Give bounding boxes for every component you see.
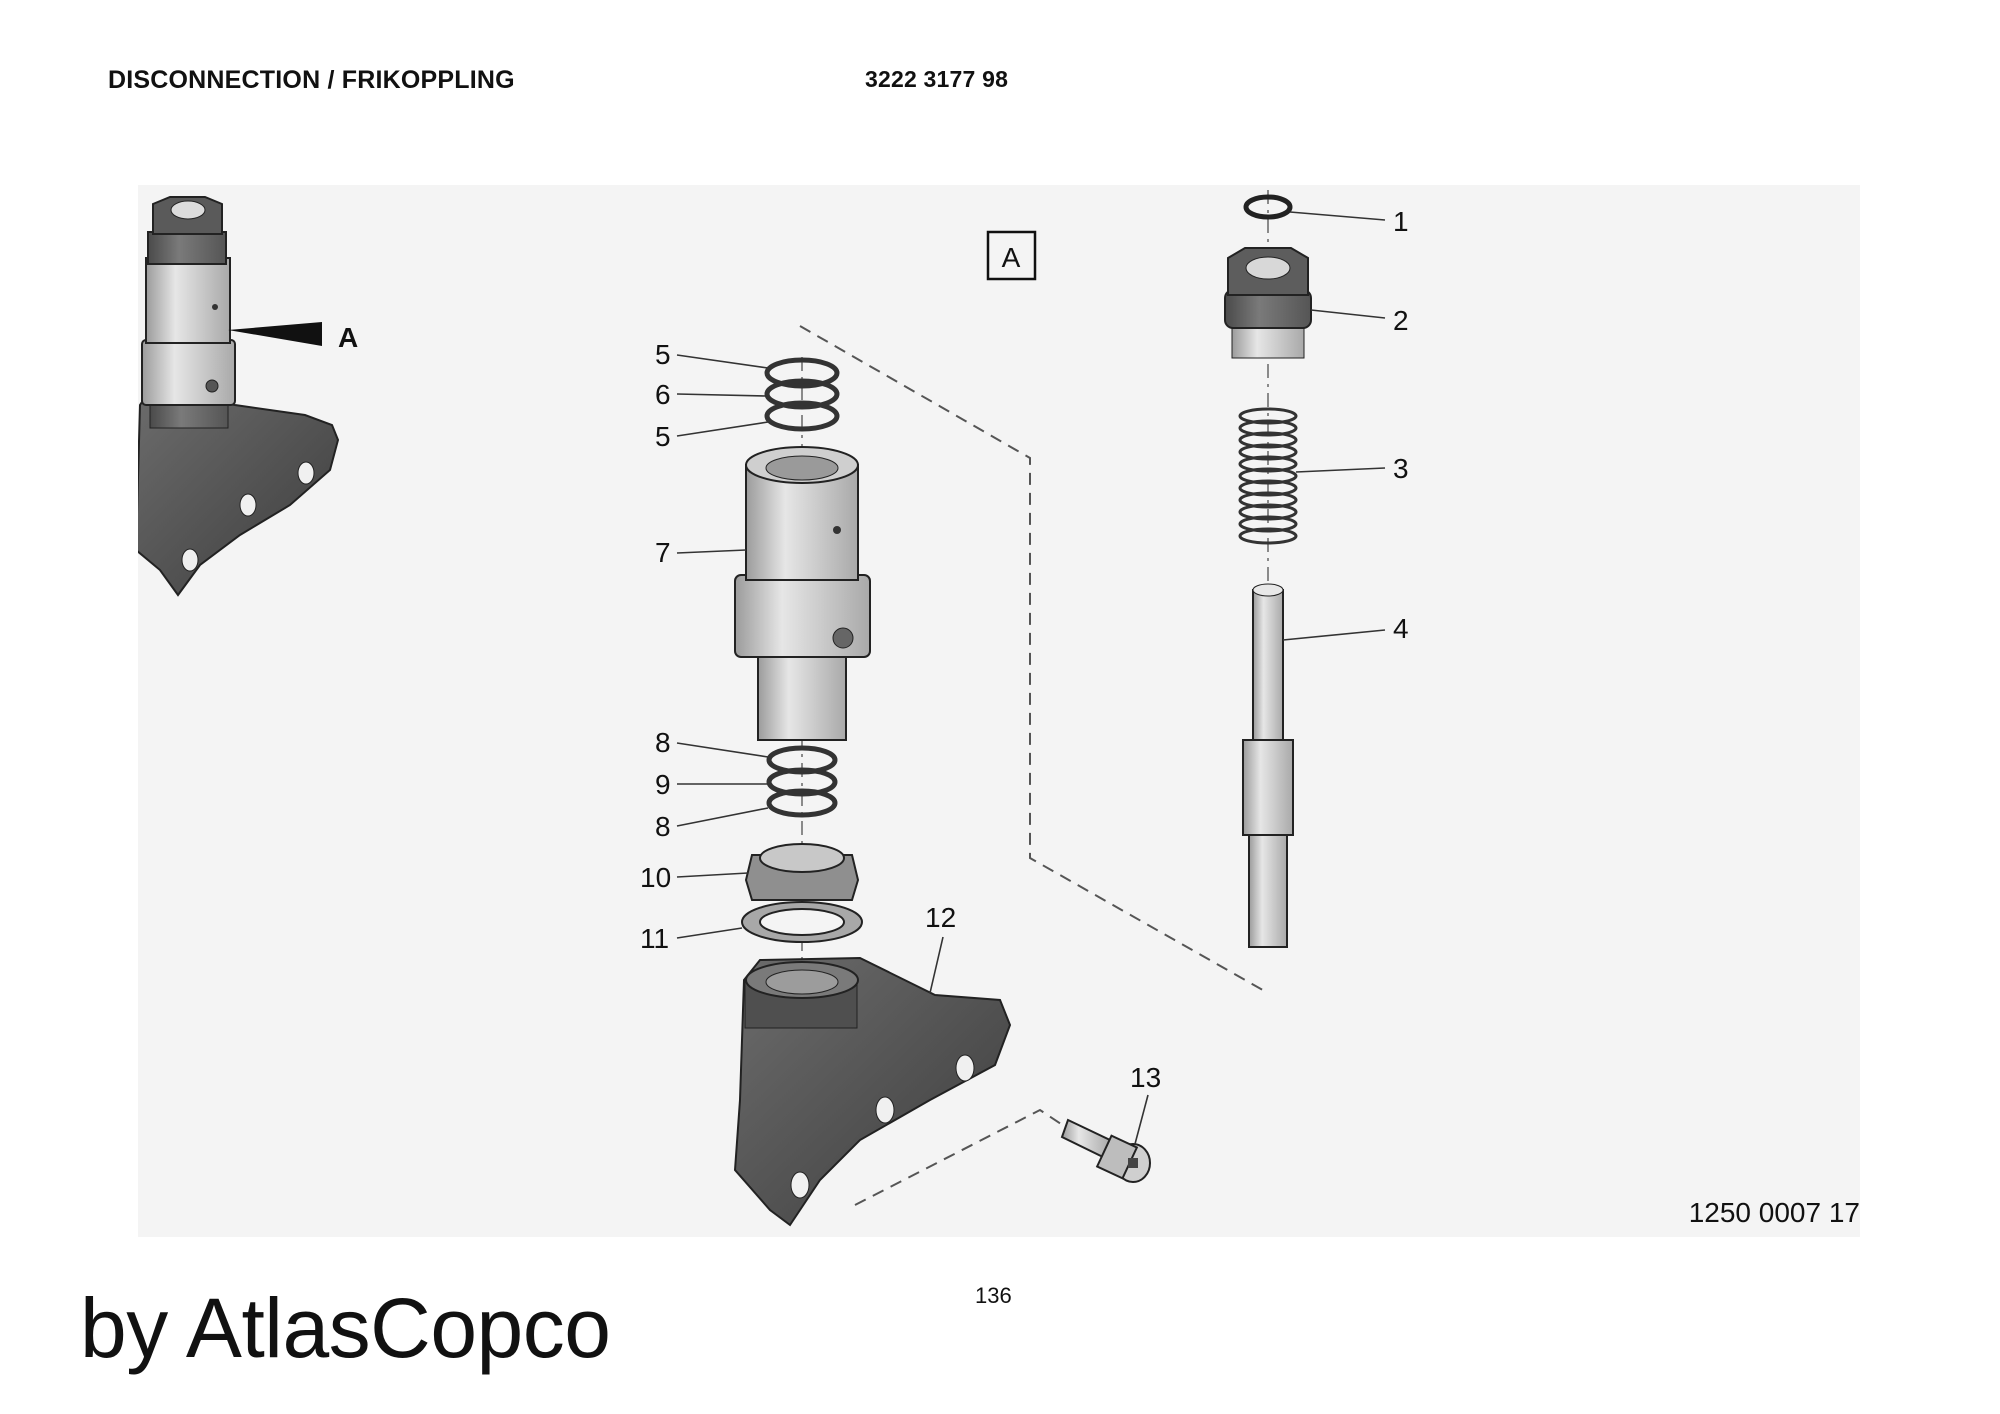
detail-marker-box — [986, 230, 1037, 281]
pointer-arrow-icon — [228, 322, 322, 346]
part-8-9-rings — [766, 745, 838, 818]
part-number: 3222 3177 98 — [865, 66, 1009, 92]
callout-1: 1 — [1393, 206, 1409, 237]
callout-2: 2 — [1393, 305, 1409, 336]
part-4-plunger — [1242, 583, 1294, 948]
callout-8-lower: 8 — [655, 811, 671, 842]
callout-4: 4 — [1393, 613, 1409, 644]
callout-7: 7 — [655, 537, 671, 568]
part-10-nut — [744, 843, 860, 901]
callout-10: 10 — [640, 862, 671, 893]
brand-text: by AtlasCopco — [80, 1281, 611, 1375]
exploded-view-drawing: A A — [138, 190, 1409, 1227]
overview-assembly: A — [138, 196, 358, 597]
page-number: 136 — [975, 1283, 1012, 1308]
part-13-bolt — [1060, 1118, 1151, 1183]
callout-13: 13 — [1130, 1062, 1161, 1093]
part-3-spring — [1238, 407, 1298, 545]
callout-11: 11 — [640, 923, 669, 954]
callout-5-upper: 5 — [655, 339, 671, 370]
leader-lines — [676, 211, 1386, 1145]
detail-boundary-line — [799, 325, 1269, 994]
part-5-6-rings — [764, 357, 840, 432]
callout-5-lower: 5 — [655, 421, 671, 452]
callout-8-upper: 8 — [655, 727, 671, 758]
detail-marker-label: A — [1002, 242, 1021, 273]
bolt-path-line — [854, 1108, 1071, 1206]
part-7-body — [734, 446, 871, 741]
drawing-number: 1250 0007 17 — [1688, 1197, 1860, 1228]
part-2-plug — [1224, 247, 1312, 359]
callout-9: 9 — [655, 769, 671, 800]
callout-6: 6 — [655, 379, 671, 410]
page-title: DISCONNECTION / FRIKOPPLING — [108, 66, 515, 94]
callout-3: 3 — [1393, 453, 1409, 484]
part-12-bracket — [733, 956, 1012, 1227]
part-1-ring — [1243, 194, 1293, 220]
callout-12: 12 — [925, 902, 956, 933]
drawing-panel: A A — [138, 185, 1860, 1237]
overview-pointer-label: A — [338, 322, 358, 353]
part-11-lock-washer — [741, 901, 863, 943]
